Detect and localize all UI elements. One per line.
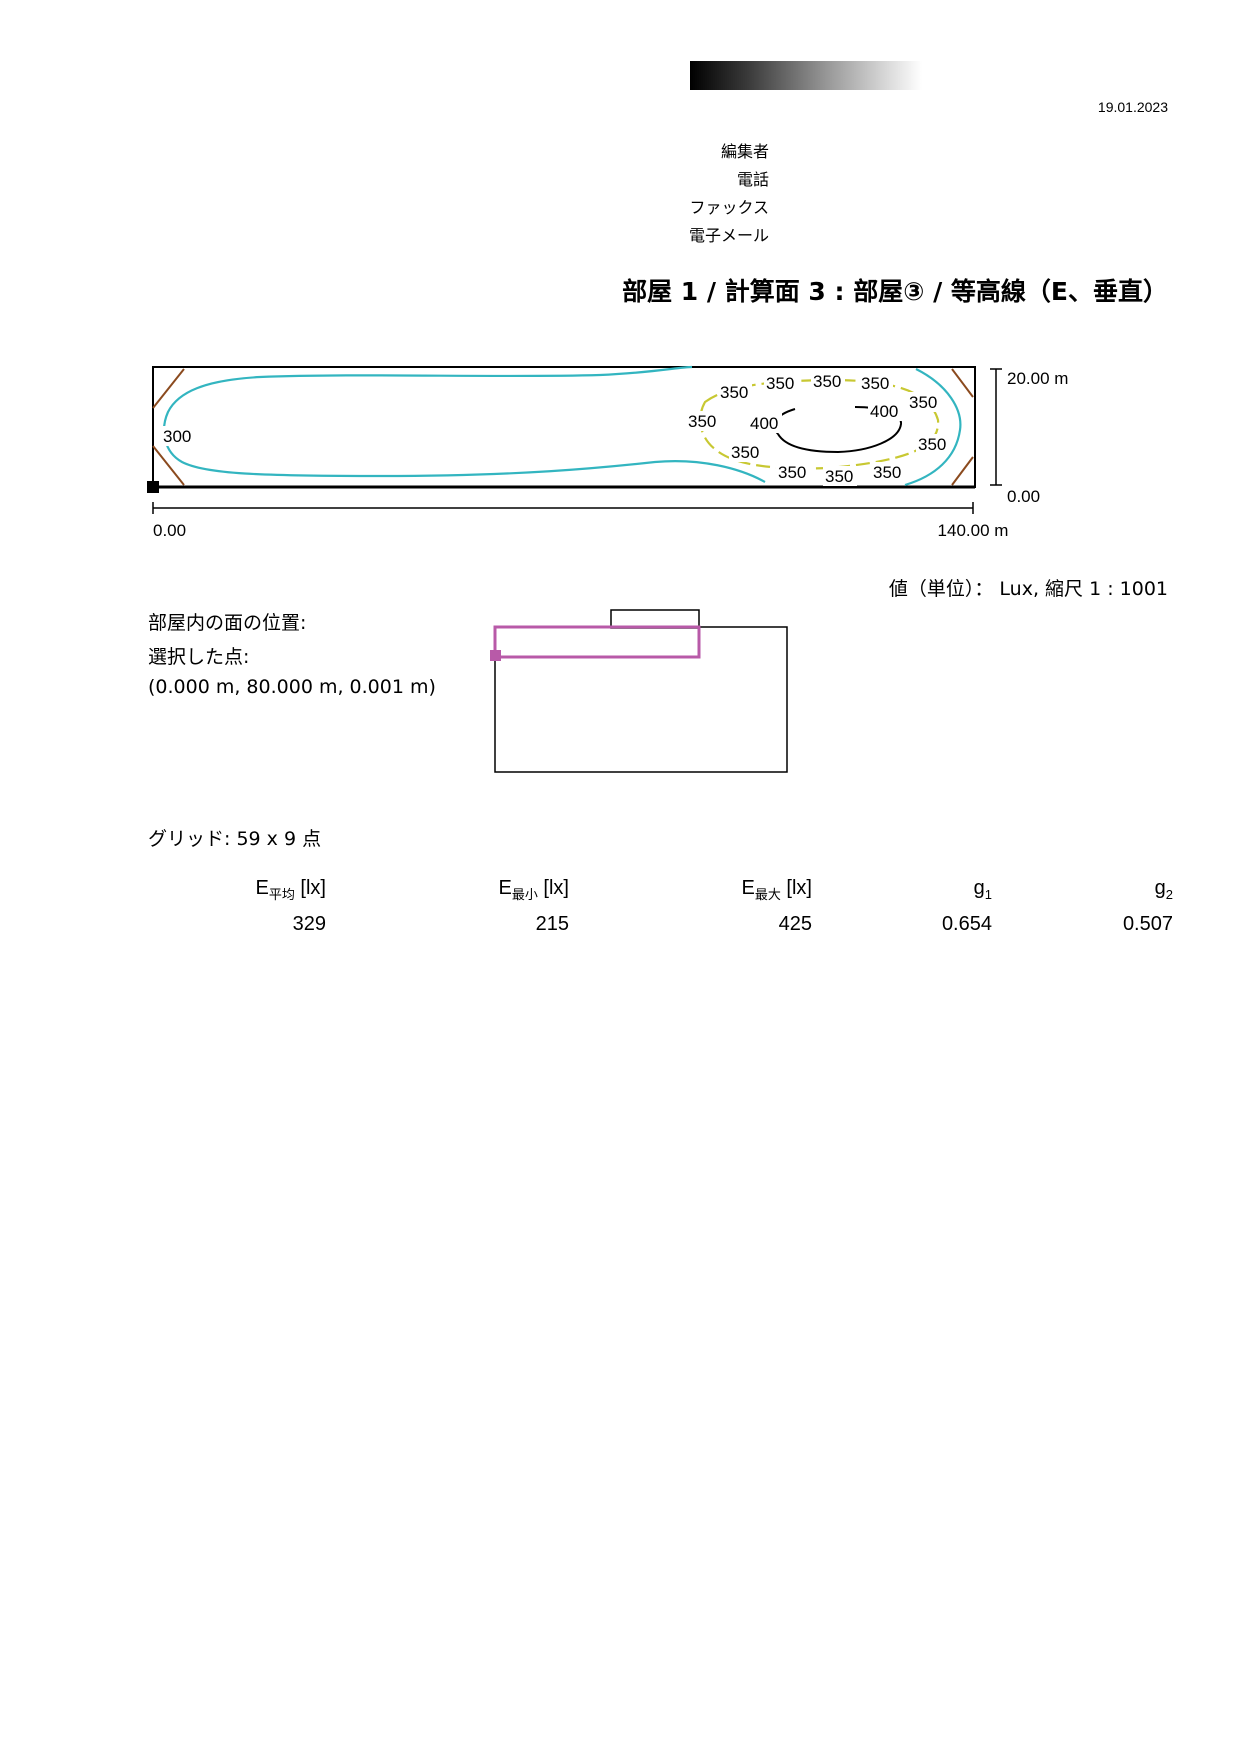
contour-300 — [163, 365, 962, 487]
contour-label: 350 — [813, 372, 841, 391]
corner-diagonal-tl — [152, 368, 185, 409]
selected-point-marker — [490, 650, 501, 661]
contour-label: 400 — [750, 414, 778, 433]
contour-label: 350 — [731, 443, 759, 462]
y-dimension-line — [990, 368, 1002, 486]
contact-phone-label: 電話 — [736, 170, 769, 189]
y-bottom-label: 0.00 — [1007, 487, 1040, 506]
selected-point-label: 選択した点: — [148, 646, 250, 668]
room-outline — [494, 626, 788, 773]
stat-value-e-min: 215 — [535, 913, 569, 935]
y-top-label: 20.00 m — [1007, 369, 1068, 388]
contour-label: 350 — [873, 463, 901, 482]
stat-header-e-min: E最小 [lx] — [498, 877, 569, 902]
stat-header-g2: g2 — [1154, 877, 1173, 902]
contact-editor-label: 編集者 — [720, 142, 769, 161]
room-annex-outline — [610, 609, 700, 629]
corner-diagonal-tr — [951, 368, 974, 398]
corner-diagonal-bl — [152, 445, 185, 486]
stat-header-e-max: E最大 [lx] — [741, 877, 812, 902]
report-date: 19.01.2023 — [1097, 99, 1168, 115]
corner-diagonals — [152, 368, 974, 486]
origin-marker — [147, 481, 159, 493]
grid-info: グリッド: 59 x 9 点 — [148, 828, 322, 850]
x-end-label: 140.00 m — [938, 521, 1009, 540]
x-start-label: 0.00 — [153, 521, 186, 540]
selected-point-coordinates: (0.000 m, 80.000 m, 0.001 m) — [148, 676, 436, 698]
stat-value-g1: 0.654 — [941, 913, 992, 935]
contour-label: 350 — [918, 435, 946, 454]
contour-label: 350 — [861, 374, 889, 393]
stat-header-e-avg: E平均 [lx] — [255, 877, 326, 902]
stat-header-g1: g1 — [973, 877, 992, 902]
contour-label: 400 — [870, 402, 898, 421]
selected-surface-highlight — [493, 625, 701, 659]
corner-diagonal-br — [951, 456, 974, 486]
page-title: 部屋 1 / 計算面 3 : 部屋③ / 等高線（E、垂直） — [622, 277, 1168, 306]
header-gradient-bar — [690, 61, 922, 90]
contour-label: 350 — [909, 393, 937, 412]
contour-label: 350 — [825, 467, 853, 486]
stat-value-e-max: 425 — [778, 913, 812, 935]
contour-label: 350 — [766, 374, 794, 393]
surface-position-label: 部屋内の面の位置: — [148, 612, 307, 634]
contour-label: 350 — [778, 463, 806, 482]
stat-value-g2: 0.507 — [1122, 913, 1173, 935]
stat-value-e-avg: 329 — [292, 913, 326, 935]
isoline-plot: 300 350 350 350 350 350 350 350 350 350 … — [147, 365, 1068, 540]
room-location-plan — [490, 609, 788, 773]
contour-label: 300 — [163, 427, 191, 446]
contour-label: 350 — [720, 383, 748, 402]
contact-email-label: 電子メール — [688, 226, 769, 245]
x-dimension-line — [152, 502, 974, 514]
units-scale-label: 値（単位）： Lux, 縮尺 1 : 1001 — [888, 578, 1168, 600]
contour-label: 350 — [688, 412, 716, 431]
contact-fax-label: ファックス — [689, 198, 769, 217]
